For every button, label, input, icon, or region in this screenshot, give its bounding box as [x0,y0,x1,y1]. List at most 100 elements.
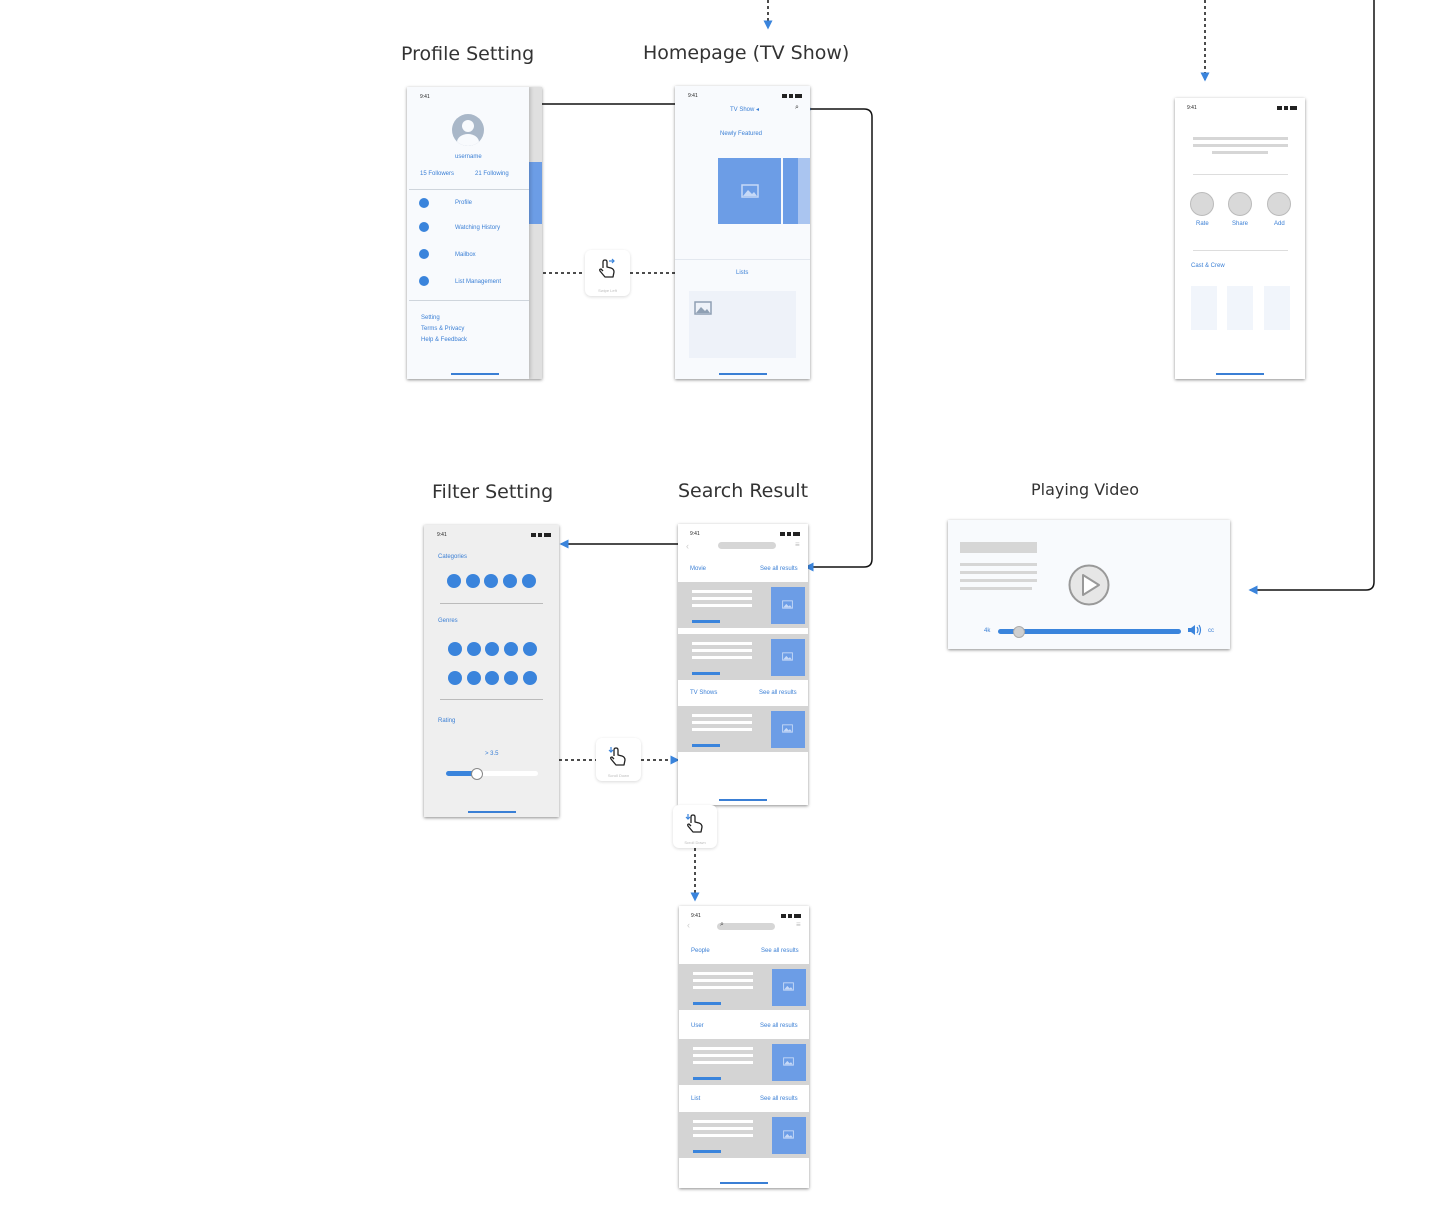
genre-option[interactable] [485,671,499,685]
history-icon [419,222,429,232]
genre-option[interactable] [467,642,481,656]
add-label: Add [1274,221,1285,227]
back-icon[interactable]: ‹ [686,541,689,551]
screen-filter-setting: 9:41 Categories Genres Rating > 3.5 [424,525,559,817]
filter-icon[interactable]: ≡ [796,920,801,929]
gesture-scroll-down-2: Scroll Down [673,805,717,848]
cast-crew-heading: Cast & Crew [1191,263,1225,269]
cc-button[interactable]: cc [1208,628,1214,634]
image-icon [783,1057,794,1066]
list-icon [419,276,429,286]
home-indicator [719,799,767,801]
following-count[interactable]: 21 Following [475,171,509,177]
image-icon [782,652,793,661]
gesture-swipe-left: Swipe Left [585,250,630,296]
search-icon[interactable]: ⌕ [795,104,799,111]
search-icon: ⌕ [720,921,724,928]
followers-count[interactable]: 15 Followers [420,171,455,177]
category-option[interactable] [503,574,517,588]
section-label: User [691,1023,704,1029]
screen-search-result-scrolled: 9:41 ‹ ⌕ ≡ People See all results User S… [679,906,809,1188]
screen-search-result: 9:41 ‹ ≡ Movie See all results TV Shows … [678,524,808,805]
footer-help[interactable]: Help & Feedback [421,337,468,343]
genre-option[interactable] [448,642,462,656]
footer-terms[interactable]: Terms & Privacy [421,326,465,332]
share-label: Share [1232,221,1249,227]
play-icon[interactable] [1067,563,1111,607]
category-option[interactable] [484,574,498,588]
result-card[interactable] [679,1112,809,1158]
screen-profile-setting: 9:41 username 15 Followers 21 Following … [407,87,542,379]
see-all-link[interactable]: See all results [760,566,798,572]
result-card[interactable] [679,1039,809,1085]
genre-option[interactable] [448,671,462,685]
category-option[interactable] [447,574,461,588]
section-label: TV Shows [690,690,718,696]
see-all-link[interactable]: See all results [760,1096,798,1102]
seek-bar[interactable] [998,629,1181,634]
image-icon [741,184,759,198]
genre-option[interactable] [467,671,481,685]
quality-label[interactable]: 4k [984,628,991,634]
home-indicator [451,373,499,375]
search-bar[interactable]: ⌕ [717,921,775,930]
rating-slider-fill [446,771,476,776]
header-title[interactable]: TV Show ◂ [730,107,760,113]
back-icon[interactable]: ‹ [687,920,690,930]
search-bar[interactable] [718,542,776,549]
rating-slider-track[interactable] [446,771,538,776]
cast-card[interactable] [1191,286,1217,330]
scroll-hand-icon [685,814,703,833]
see-all-link[interactable]: See all results [760,1023,798,1029]
rating-slider-handle[interactable] [471,768,483,780]
title-filter-setting: Filter Setting [432,481,554,503]
menu-item-mailbox[interactable]: Mailbox [455,252,476,258]
menu-item-profile[interactable]: Profile [455,200,473,206]
cast-card[interactable] [1264,286,1290,330]
connector-home-to-search [804,108,873,572]
footer-setting[interactable]: Setting [421,315,440,321]
section-label: People [691,948,710,954]
menu-item-watching-history[interactable]: Watching History [455,225,501,231]
title-playing-video: Playing Video [1031,480,1140,499]
category-option[interactable] [522,574,536,588]
home-indicator [467,811,516,813]
result-card[interactable] [679,964,809,1010]
scroll-hand-icon [608,747,626,766]
result-card[interactable] [678,582,808,628]
see-all-link[interactable]: See all results [761,948,799,954]
genre-option[interactable] [523,671,537,685]
home-indicator [720,1182,768,1184]
see-all-link[interactable]: See all results [759,690,797,696]
mailbox-icon [419,249,429,259]
volume-icon[interactable] [1187,624,1203,636]
title-profile-setting: Profile Setting [401,43,535,65]
genre-option[interactable] [485,642,499,656]
result-card[interactable] [678,706,808,752]
image-icon [694,301,712,315]
categories-heading: Categories [438,554,468,560]
image-icon [782,724,793,733]
screen-playing-video: 4k cc [948,520,1230,649]
result-card[interactable] [678,634,808,680]
genre-option[interactable] [504,671,518,685]
rate-label: Rate [1196,221,1209,227]
add-button[interactable] [1267,192,1291,216]
genre-option[interactable] [523,642,537,656]
section-label: List [691,1096,701,1102]
gesture-scroll-down: Scroll Down [596,738,641,781]
menu-item-list-management[interactable]: List Management [455,279,502,285]
section-lists: Lists [736,270,749,276]
genre-option[interactable] [504,642,518,656]
share-button[interactable] [1228,192,1252,216]
cast-card[interactable] [1227,286,1253,330]
home-indicator [718,373,767,375]
seek-handle[interactable] [1013,626,1025,638]
image-icon [783,982,794,991]
avatar[interactable] [452,114,484,146]
filter-icon[interactable]: ≡ [795,540,800,549]
rate-button[interactable] [1190,192,1214,216]
list-card[interactable] [689,291,796,358]
category-option[interactable] [466,574,480,588]
featured-image[interactable] [718,158,798,224]
